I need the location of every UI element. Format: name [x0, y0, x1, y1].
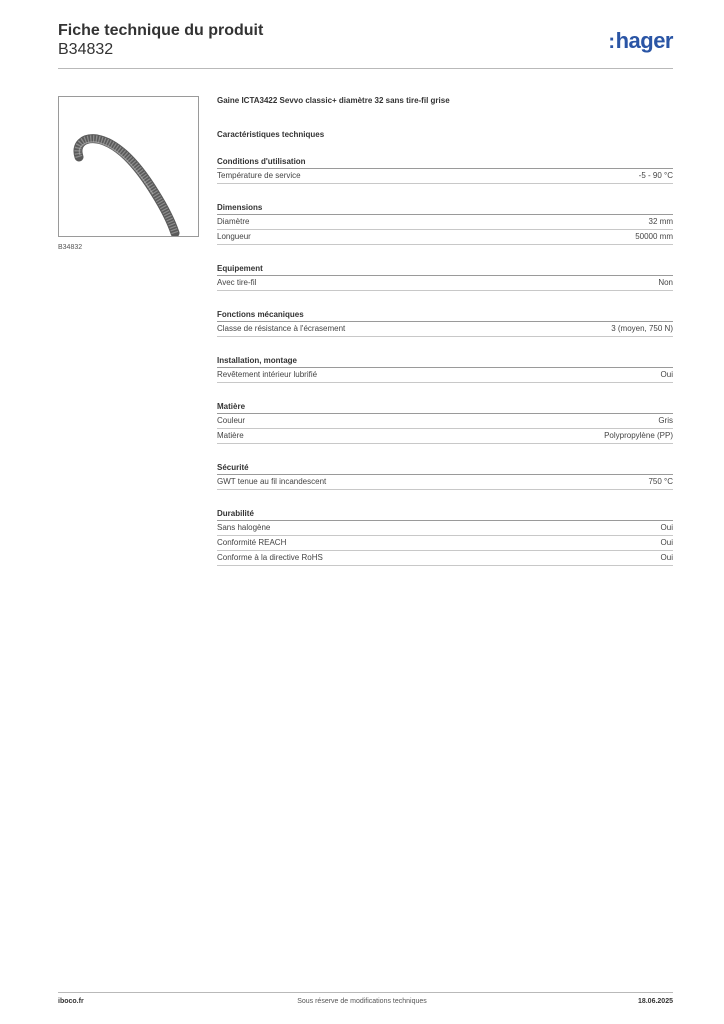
- spec-value: 32 mm: [648, 217, 673, 226]
- spec-row: Matière Polypropylène (PP): [217, 429, 673, 444]
- product-reference: B34832: [58, 41, 114, 58]
- section-title: Matière: [217, 401, 673, 414]
- section-title: Durabilité: [217, 508, 673, 521]
- spec-label: Longueur: [217, 232, 251, 241]
- spec-value: Oui: [660, 523, 673, 532]
- spec-row: Sans halogène Oui: [217, 521, 673, 536]
- spec-value: Oui: [660, 370, 673, 379]
- spec-label: Diamètre: [217, 217, 250, 226]
- spec-label: Sans halogène: [217, 523, 271, 532]
- spec-row: Conforme à la directive RoHS Oui: [217, 551, 673, 566]
- spec-row: Avec tire-fil Non: [217, 276, 673, 291]
- image-caption: B34832: [58, 244, 83, 251]
- spec-label: Température de service: [217, 171, 301, 180]
- page-header: Fiche technique du produit B34832 :hager: [58, 20, 674, 68]
- footer-notice: Sous réserve de modifications techniques: [297, 998, 427, 1005]
- footer-divider: [58, 992, 673, 993]
- section-title: Fonctions mécaniques: [217, 309, 673, 322]
- header-divider: [58, 68, 673, 69]
- spec-value: Oui: [660, 553, 673, 562]
- spec-row: GWT tenue au fil incandescent 750 °C: [217, 475, 673, 490]
- product-name: Gaine ICTA3422 Sevvo classic+ diamètre 3…: [217, 96, 450, 105]
- tech-characteristics-title: Caractéristiques techniques: [217, 130, 325, 139]
- spec-value: Oui: [660, 538, 673, 547]
- spec-row: Classe de résistance à l'écrasement 3 (mo…: [217, 322, 673, 337]
- spec-row: Longueur 50000 mm: [217, 230, 673, 245]
- spec-label: GWT tenue au fil incandescent: [217, 477, 327, 486]
- spec-value: Polypropylène (PP): [604, 431, 673, 440]
- spec-label: Couleur: [217, 416, 246, 425]
- spec-value: -5 - 90 °C: [638, 171, 673, 180]
- spec-label: Conforme à la directive RoHS: [217, 553, 323, 562]
- section-title: Installation, montage: [217, 355, 673, 368]
- spec-row: Température de service -5 - 90 °C: [217, 169, 673, 184]
- spec-label: Matière: [217, 431, 244, 440]
- spec-value: 50000 mm: [635, 232, 673, 241]
- section-title: Equipement: [217, 263, 673, 276]
- spec-row: Revêtement intérieur lubrifié Oui: [217, 368, 673, 383]
- spec-label: Conformité REACH: [217, 538, 287, 547]
- specifications-panel: Gaine ICTA3422 Sevvo classic+ diamètre 3…: [217, 96, 673, 566]
- section-title: Sécurité: [217, 462, 673, 475]
- spec-row: Conformité REACH Oui: [217, 536, 673, 551]
- spec-value: 750 °C: [648, 477, 673, 486]
- spec-label: Revêtement intérieur lubrifié: [217, 370, 318, 379]
- footer-website: iboco.fr: [58, 998, 84, 1005]
- logo-colon: :: [608, 31, 615, 53]
- spec-value: Gris: [658, 416, 673, 425]
- spec-row: Diamètre 32 mm: [217, 215, 673, 230]
- spec-label: Classe de résistance à l'écrasement: [217, 324, 346, 333]
- corrugated-conduit-image: [73, 134, 180, 236]
- logo-text: hager: [615, 28, 674, 53]
- footer-date: 18.06.2025: [637, 998, 673, 1005]
- hager-logo: :hager: [608, 28, 673, 54]
- document-title: Fiche technique du produit: [58, 22, 264, 39]
- spec-row: Couleur Gris: [217, 414, 673, 429]
- spec-value: Non: [658, 278, 673, 287]
- spec-value: 3 (moyen, 750 N): [611, 324, 673, 333]
- section-title: Dimensions: [217, 202, 673, 215]
- spec-label: Avec tire-fil: [217, 278, 257, 287]
- product-image-frame: [58, 96, 199, 237]
- section-title: Conditions d'utilisation: [217, 156, 673, 169]
